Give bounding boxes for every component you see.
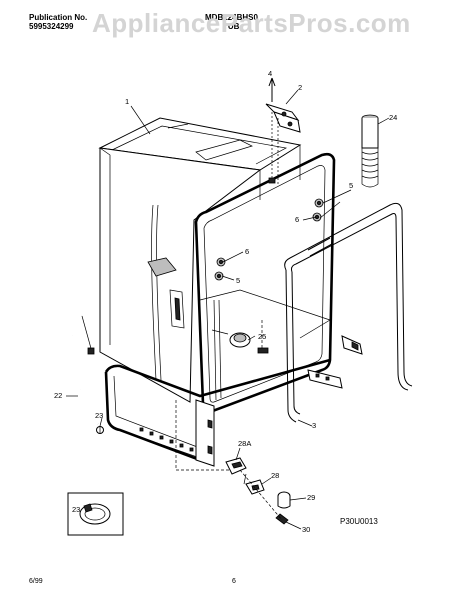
lower-parts	[225, 457, 291, 525]
footer-page: 6	[232, 578, 236, 585]
watermark: AppliancePartsPros.com	[92, 8, 411, 38]
callout-28: 28	[271, 471, 279, 480]
callout-labels: 1 2 4 24 5 6 6 5 25 22 23 3 28A 28 29 30…	[54, 69, 397, 534]
footer-date: 6/99	[29, 578, 43, 585]
callout-30: 30	[302, 525, 310, 534]
callout-1: 1	[125, 97, 129, 106]
clamp-inset	[67, 492, 124, 536]
callout-28a: 28A	[238, 439, 251, 448]
publication-label: Publication No.	[29, 13, 88, 22]
callout-25: 25	[258, 332, 266, 341]
callout-22: 22	[54, 391, 62, 400]
callout-5b: 5	[236, 276, 240, 285]
top-bracket	[265, 77, 301, 185]
hose-tube	[361, 114, 379, 188]
callout-2: 2	[298, 83, 302, 92]
callout-24: 24	[389, 113, 397, 122]
callout-3: 3	[312, 421, 316, 430]
callout-6b: 6	[245, 247, 249, 256]
door-gasket	[284, 202, 413, 423]
tub-shell	[98, 117, 331, 403]
base-frame	[104, 335, 363, 467]
publication-number: 5995324299	[29, 22, 74, 31]
section-title: TUB	[223, 22, 240, 31]
fasteners	[214, 198, 324, 281]
callout-6a: 6	[295, 215, 299, 224]
callout-29: 29	[307, 493, 315, 502]
leader-lines	[175, 320, 283, 521]
side-strips	[307, 237, 333, 257]
drain-hose	[70, 315, 104, 434]
callout-23b: 23	[72, 505, 80, 514]
center-component	[211, 329, 269, 354]
model-number: MDB124BHS0	[205, 13, 258, 22]
diagram-code: P30U0013	[340, 517, 378, 526]
callout-4: 4	[268, 69, 272, 78]
callout-5a: 5	[349, 181, 353, 190]
callout-lines	[66, 89, 390, 530]
callout-23a: 23	[95, 411, 103, 420]
